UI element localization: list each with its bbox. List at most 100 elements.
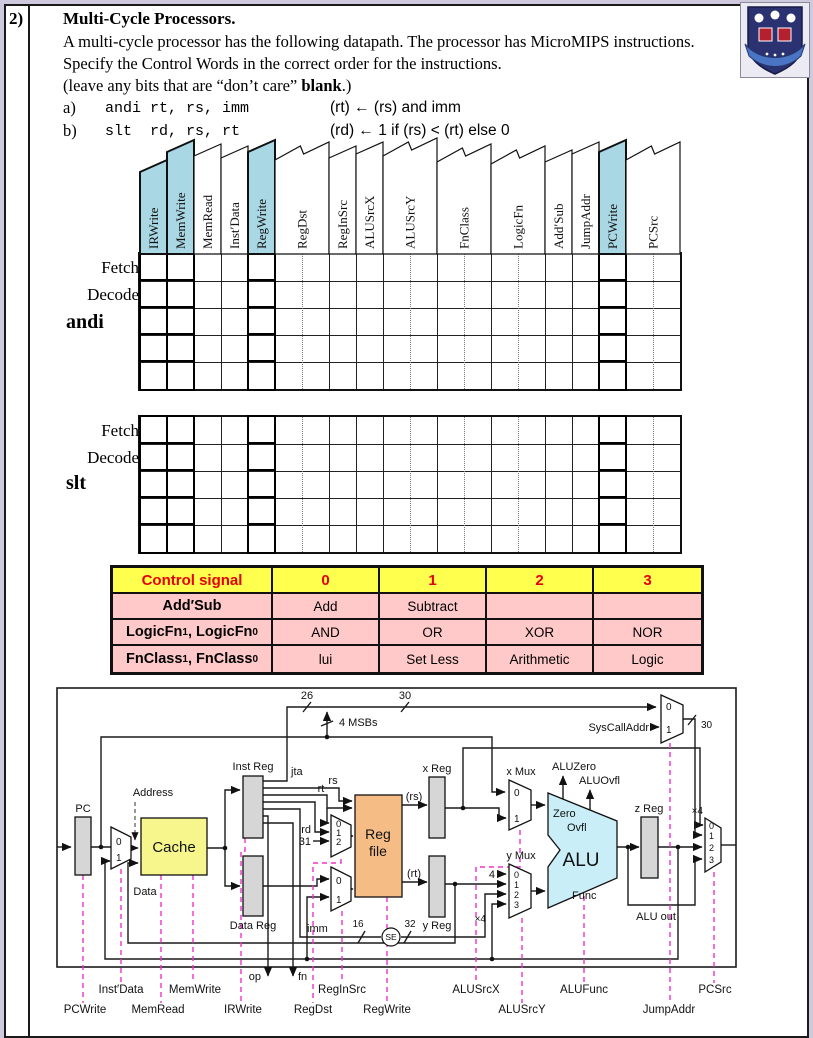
x-mux-1: 1 — [514, 814, 520, 825]
grid-vline — [355, 254, 357, 389]
signal-column-header-label: FnClass — [457, 207, 472, 249]
rs-label: rs — [328, 775, 338, 787]
grid-vline — [382, 254, 384, 389]
syscall-addr-label: SysCallAddr — [588, 722, 649, 734]
highlighted-column-row-line — [600, 496, 625, 498]
highlighted-column-row-line — [600, 523, 625, 525]
width-32-label: 32 — [404, 919, 416, 930]
signal-column-header-label: LogicFn — [511, 204, 526, 249]
pc-register-box — [74, 816, 92, 876]
instruction-row-label: slt — [66, 472, 86, 494]
highlighted-column-row-line — [249, 279, 274, 281]
legend-label-part: , FnClass — [187, 651, 253, 667]
legend-label-part: 0 — [252, 653, 258, 665]
sig-alufunc: ALUFunc — [560, 984, 608, 996]
highlighted-column-row-line — [249, 496, 274, 498]
ovfl-label: Ovfl — [567, 822, 587, 834]
highlighted-column-row-line — [141, 496, 166, 498]
instruction-row-label: andi — [66, 311, 104, 333]
y-reg-label: y Reg — [423, 920, 452, 932]
note-prefix: (leave any bits that are “don’t care” — [63, 76, 302, 95]
pc-next-mux-0: 0 — [709, 821, 714, 831]
grid-bit-divider — [410, 254, 411, 389]
const-31-label: 31 — [299, 836, 311, 848]
pc-mux-1: 1 — [116, 853, 122, 864]
fn-label: fn — [298, 971, 307, 983]
alu-zero-label: ALUZero — [552, 761, 596, 773]
grid-vline — [382, 417, 384, 552]
grid-bit-divider — [518, 417, 519, 552]
highlighted-column-row-line — [168, 279, 193, 281]
jta-label: jta — [290, 766, 304, 778]
highlighted-column-row-line — [141, 360, 166, 362]
sig-instdata: Inst′Data — [99, 984, 145, 996]
rt-label: rt — [318, 783, 325, 795]
datapath-diagram: PC Address Data Cache Inst Reg Data Reg … — [56, 687, 737, 1016]
sig-regwrite: RegWrite — [363, 1004, 411, 1016]
sig-reginsrc: RegInSrc — [318, 984, 366, 996]
reg-file-box — [354, 794, 403, 898]
signal-column-header-label: Inst′Data — [227, 202, 242, 249]
x-mux-0: 0 — [514, 788, 520, 799]
highlighted-column-row-line — [168, 360, 193, 362]
z-reg-label: z Reg — [635, 803, 664, 815]
phase-row-label: Fetch — [101, 421, 139, 440]
rd-mux-0: 0 — [336, 819, 341, 830]
legend-value-cell: Logic — [594, 646, 701, 672]
control-signal-lines — [82, 743, 715, 1003]
grid-vline — [571, 417, 573, 552]
highlighted-signal-column — [139, 252, 168, 391]
inst-reg-label: Inst Reg — [233, 761, 274, 773]
highlighted-column-row-line — [249, 469, 274, 471]
highlighted-column-row-line — [141, 523, 166, 525]
pc-source-mux — [110, 825, 132, 871]
highlighted-column-row-line — [141, 333, 166, 335]
margin-rule — [28, 6, 30, 1036]
y-mux-label: y Mux — [506, 850, 536, 862]
item-b-tag: b) — [63, 121, 77, 140]
signal-column-header-box — [274, 141, 330, 255]
signal-column-header-box — [625, 141, 681, 255]
highlighted-column-row-line — [600, 279, 625, 281]
y-reg-box — [428, 855, 446, 918]
phase-row-label: Decode — [87, 285, 139, 304]
sig-pcsrc: PCSrc — [698, 984, 731, 996]
grid-vline — [490, 254, 492, 389]
highlighted-column-row-line — [249, 523, 274, 525]
grid-vline — [220, 417, 222, 552]
y-mux — [508, 862, 532, 920]
signal-column-header-label: RegWrite — [254, 199, 269, 249]
width-30-label: 30 — [399, 690, 411, 702]
question-line-2: Specify the Control Words in the correct… — [63, 54, 502, 73]
pc-label: PC — [75, 803, 90, 815]
legend-value-cell: OR — [380, 620, 487, 646]
x-mux-label: x Mux — [506, 766, 536, 778]
note-suffix: .) — [341, 76, 352, 95]
reg-file-label-2: file — [369, 843, 387, 859]
alu-label: ALU — [563, 850, 600, 871]
legend-value-cell: AND — [273, 620, 380, 646]
pc-next-mux-3: 3 — [709, 855, 714, 865]
question-note: (leave any bits that are “don’t care” bl… — [63, 76, 351, 96]
grid-vline — [328, 254, 330, 389]
syscall-mux-0: 0 — [666, 702, 672, 713]
highlighted-column-row-line — [249, 306, 274, 308]
signal-column-header-label: Add′Sub — [551, 204, 566, 249]
question-line-1: A multi-cycle processor has the followin… — [63, 32, 695, 51]
reg-dst-mux — [330, 813, 352, 859]
highlighted-column-row-line — [249, 442, 274, 444]
y-mux-2: 2 — [514, 890, 519, 900]
signal-column-header-label: PCSrc — [646, 216, 661, 249]
grid-vline — [220, 254, 222, 389]
highlighted-signal-column — [139, 415, 168, 554]
legend-header-cell: 0 — [273, 568, 380, 594]
highlighted-column-row-line — [600, 469, 625, 471]
legend-label-part: , LogicFn — [187, 624, 253, 640]
y-mux-0: 0 — [514, 870, 519, 880]
legend-value-cell: NOR — [594, 620, 701, 646]
legend-label-part: 1 — [182, 626, 188, 638]
grid-vline — [328, 417, 330, 552]
